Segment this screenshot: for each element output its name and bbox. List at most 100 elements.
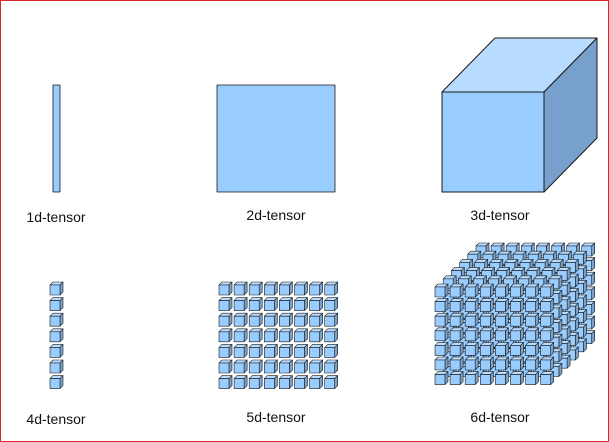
small-cube [464, 371, 479, 385]
small-cube [464, 356, 479, 371]
small-cube [510, 371, 524, 385]
small-cube [279, 375, 293, 389]
small-cube [218, 375, 233, 389]
small-cube [309, 297, 323, 311]
small-cube [248, 359, 263, 374]
small-cube [495, 342, 509, 356]
tensor-6d-shape [434, 242, 596, 385]
tensor-4d-shape [49, 281, 64, 389]
small-cube [449, 312, 464, 327]
small-cube [49, 281, 64, 296]
small-cube [324, 312, 339, 327]
tensor-1d-label: 1d-tensor [26, 209, 86, 225]
small-cube [449, 327, 464, 342]
small-cube [49, 359, 64, 374]
small-cube [263, 359, 278, 374]
small-cube [510, 342, 524, 356]
small-cube [49, 297, 64, 311]
small-cube [279, 297, 293, 311]
small-cube [510, 298, 524, 312]
small-cube [540, 283, 555, 298]
small-cube [525, 371, 539, 385]
small-cube [434, 298, 449, 312]
small-cube [449, 298, 464, 312]
small-cube [449, 283, 464, 298]
small-cube [540, 371, 555, 385]
small-cube [263, 375, 278, 389]
tensor-5d-shape [218, 281, 339, 389]
small-cube [248, 344, 263, 358]
small-cube [233, 297, 248, 311]
small-cube [279, 344, 293, 358]
small-cube [525, 342, 539, 356]
small-cube [309, 344, 323, 358]
small-cube [233, 312, 248, 327]
small-cube [540, 312, 555, 327]
small-cube [495, 283, 509, 298]
small-cube [248, 281, 263, 296]
small-cube [525, 312, 539, 327]
small-cube [510, 283, 524, 298]
small-cube [479, 283, 494, 298]
small-cube [479, 298, 494, 312]
small-cube [49, 375, 64, 389]
small-cube [233, 328, 248, 343]
small-cube [434, 327, 449, 342]
small-cube [218, 297, 233, 311]
small-cube [309, 312, 323, 327]
small-cube [248, 328, 263, 343]
small-cube [540, 327, 555, 342]
small-cube [495, 312, 509, 327]
small-cube [464, 298, 479, 312]
tensor-3d-label: 3d-tensor [470, 207, 530, 223]
small-cube [434, 371, 449, 385]
tensor-1d-shape [52, 84, 61, 193]
small-cube [233, 344, 248, 358]
small-cube [434, 342, 449, 356]
small-cube [294, 312, 308, 327]
small-cube [263, 281, 278, 296]
small-cube [324, 359, 339, 374]
small-cube [248, 297, 263, 311]
small-cube [525, 356, 539, 371]
small-cube [309, 328, 323, 343]
tensor-3d-shape [441, 37, 598, 193]
small-cube [449, 342, 464, 356]
small-cube [324, 375, 339, 389]
small-cube [233, 375, 248, 389]
small-cube [263, 344, 278, 358]
small-cube [263, 312, 278, 327]
tensor-4d-label: 4d-tensor [26, 411, 86, 427]
small-cube [540, 342, 555, 356]
small-cube [294, 344, 308, 358]
small-cube [218, 359, 233, 374]
tensor-2d-shape [216, 84, 336, 193]
small-cube [479, 342, 494, 356]
small-cube [263, 297, 278, 311]
small-cube [263, 328, 278, 343]
small-cube [434, 356, 449, 371]
small-cube [309, 359, 323, 374]
small-cube [464, 342, 479, 356]
small-cube [294, 359, 308, 374]
small-cube [233, 281, 248, 296]
small-cube [510, 356, 524, 371]
small-cube [324, 297, 339, 311]
small-cube [540, 356, 555, 371]
small-cube [49, 328, 64, 343]
small-cube [525, 283, 539, 298]
small-cube [464, 327, 479, 342]
small-cube [479, 312, 494, 327]
small-cube [525, 298, 539, 312]
small-cube [324, 328, 339, 343]
small-cube [510, 312, 524, 327]
small-cube [510, 327, 524, 342]
small-cube [479, 371, 494, 385]
tensor-3d-front-face [441, 91, 545, 193]
small-cube [248, 375, 263, 389]
small-cube [495, 298, 509, 312]
small-cube [309, 375, 323, 389]
small-cube [449, 356, 464, 371]
small-cube [218, 281, 233, 296]
